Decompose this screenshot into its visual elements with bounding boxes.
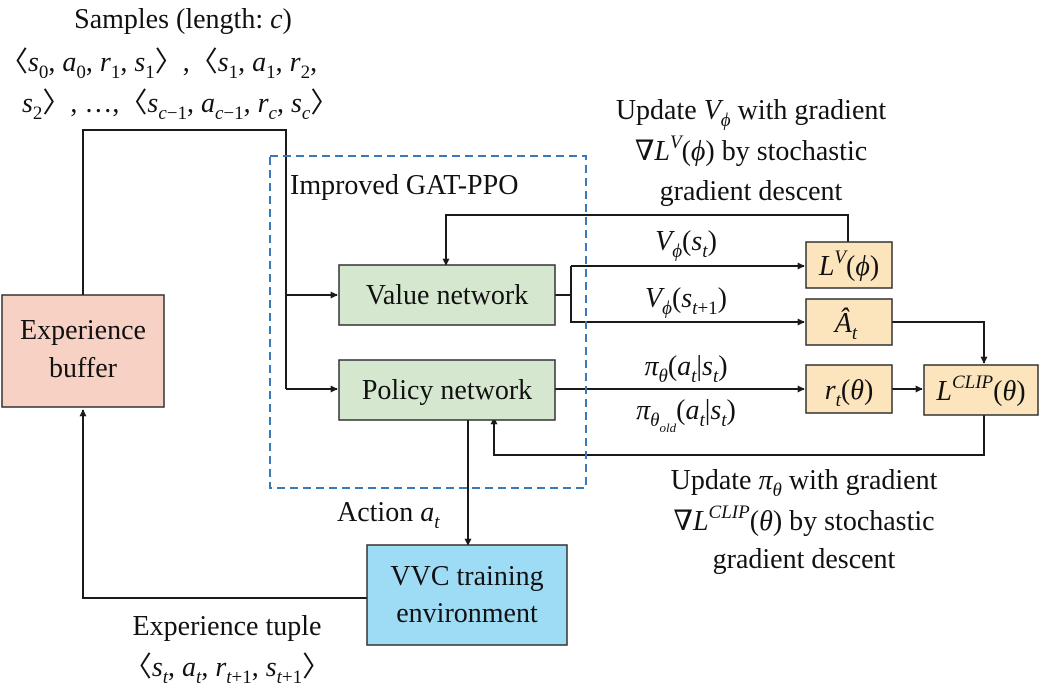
update-policy-line3: gradient descent	[713, 544, 896, 575]
advantage-label: Ât	[833, 308, 858, 344]
ratio-label: rt(θ)	[825, 375, 874, 411]
update-value-line3: gradient descent	[660, 176, 843, 207]
value-output-line	[555, 266, 572, 296]
experience-tuple-value: 〈st, at, rt+1, st+1〉	[124, 651, 330, 688]
samples-line3: s2〉, …,〈sc−1, ac−1, rc, sc〉	[22, 87, 338, 124]
group-label: Improved GAT-PPO	[290, 170, 518, 201]
pi-old-label: πθold(at|st)	[636, 395, 736, 435]
clip-loss-box: LCLIP(θ)	[923, 364, 1039, 416]
update-policy-line1: Update πθ with gradient	[671, 465, 938, 501]
value-network-label: Value network	[366, 280, 529, 311]
advantage-box: Ât	[805, 298, 893, 346]
update-value-line2: ∇LV(ϕ) by stochastic	[635, 132, 867, 167]
experience-buffer: Experience buffer	[1, 294, 165, 408]
value-update-arrow	[442, 214, 849, 266]
v-st-label: Vϕ(st)	[655, 226, 717, 262]
value-loss-box: LV(ϕ)	[805, 241, 893, 289]
policy-update-arrow	[490, 415, 985, 456]
experience-return-arrow	[79, 409, 367, 599]
env-label-line1: VVC training	[390, 561, 543, 592]
policy-network-label: Policy network	[362, 375, 532, 406]
samples-feed-line	[82, 129, 287, 389]
experience-tuple-title: Experience tuple	[133, 611, 322, 642]
pi-theta-label: πθ(at|st)	[644, 351, 727, 387]
update-policy-line2: ∇LCLIP(θ) by stochastic	[673, 502, 934, 537]
buffer-label-line1: Experience	[20, 315, 146, 346]
value-network: Value network	[338, 264, 556, 326]
buffer-label-line2: buffer	[49, 353, 118, 384]
value-loss-label: LV(ϕ)	[818, 247, 879, 282]
v-st1-arrow	[570, 295, 805, 326]
v-st1-label: Vϕ(st+1)	[645, 283, 727, 319]
advantage-to-clip-arrow	[892, 321, 988, 364]
gat-ppo-group	[269, 155, 587, 489]
samples-title: Samples (length: c)	[74, 4, 292, 35]
env-label-line2: environment	[396, 598, 538, 629]
update-value-line1: Update Vϕ with gradient	[616, 95, 887, 131]
clip-loss-label: LCLIP(θ)	[935, 372, 1025, 407]
ratio-box: rt(θ)	[805, 364, 893, 414]
samples-line2: 〈s0, a0, r1, s1〉,〈s1, a1, r2,	[0, 46, 317, 83]
vvc-environment: VVC training environment	[366, 544, 568, 646]
action-label: Action at	[337, 497, 440, 533]
policy-network: Policy network	[338, 359, 556, 421]
